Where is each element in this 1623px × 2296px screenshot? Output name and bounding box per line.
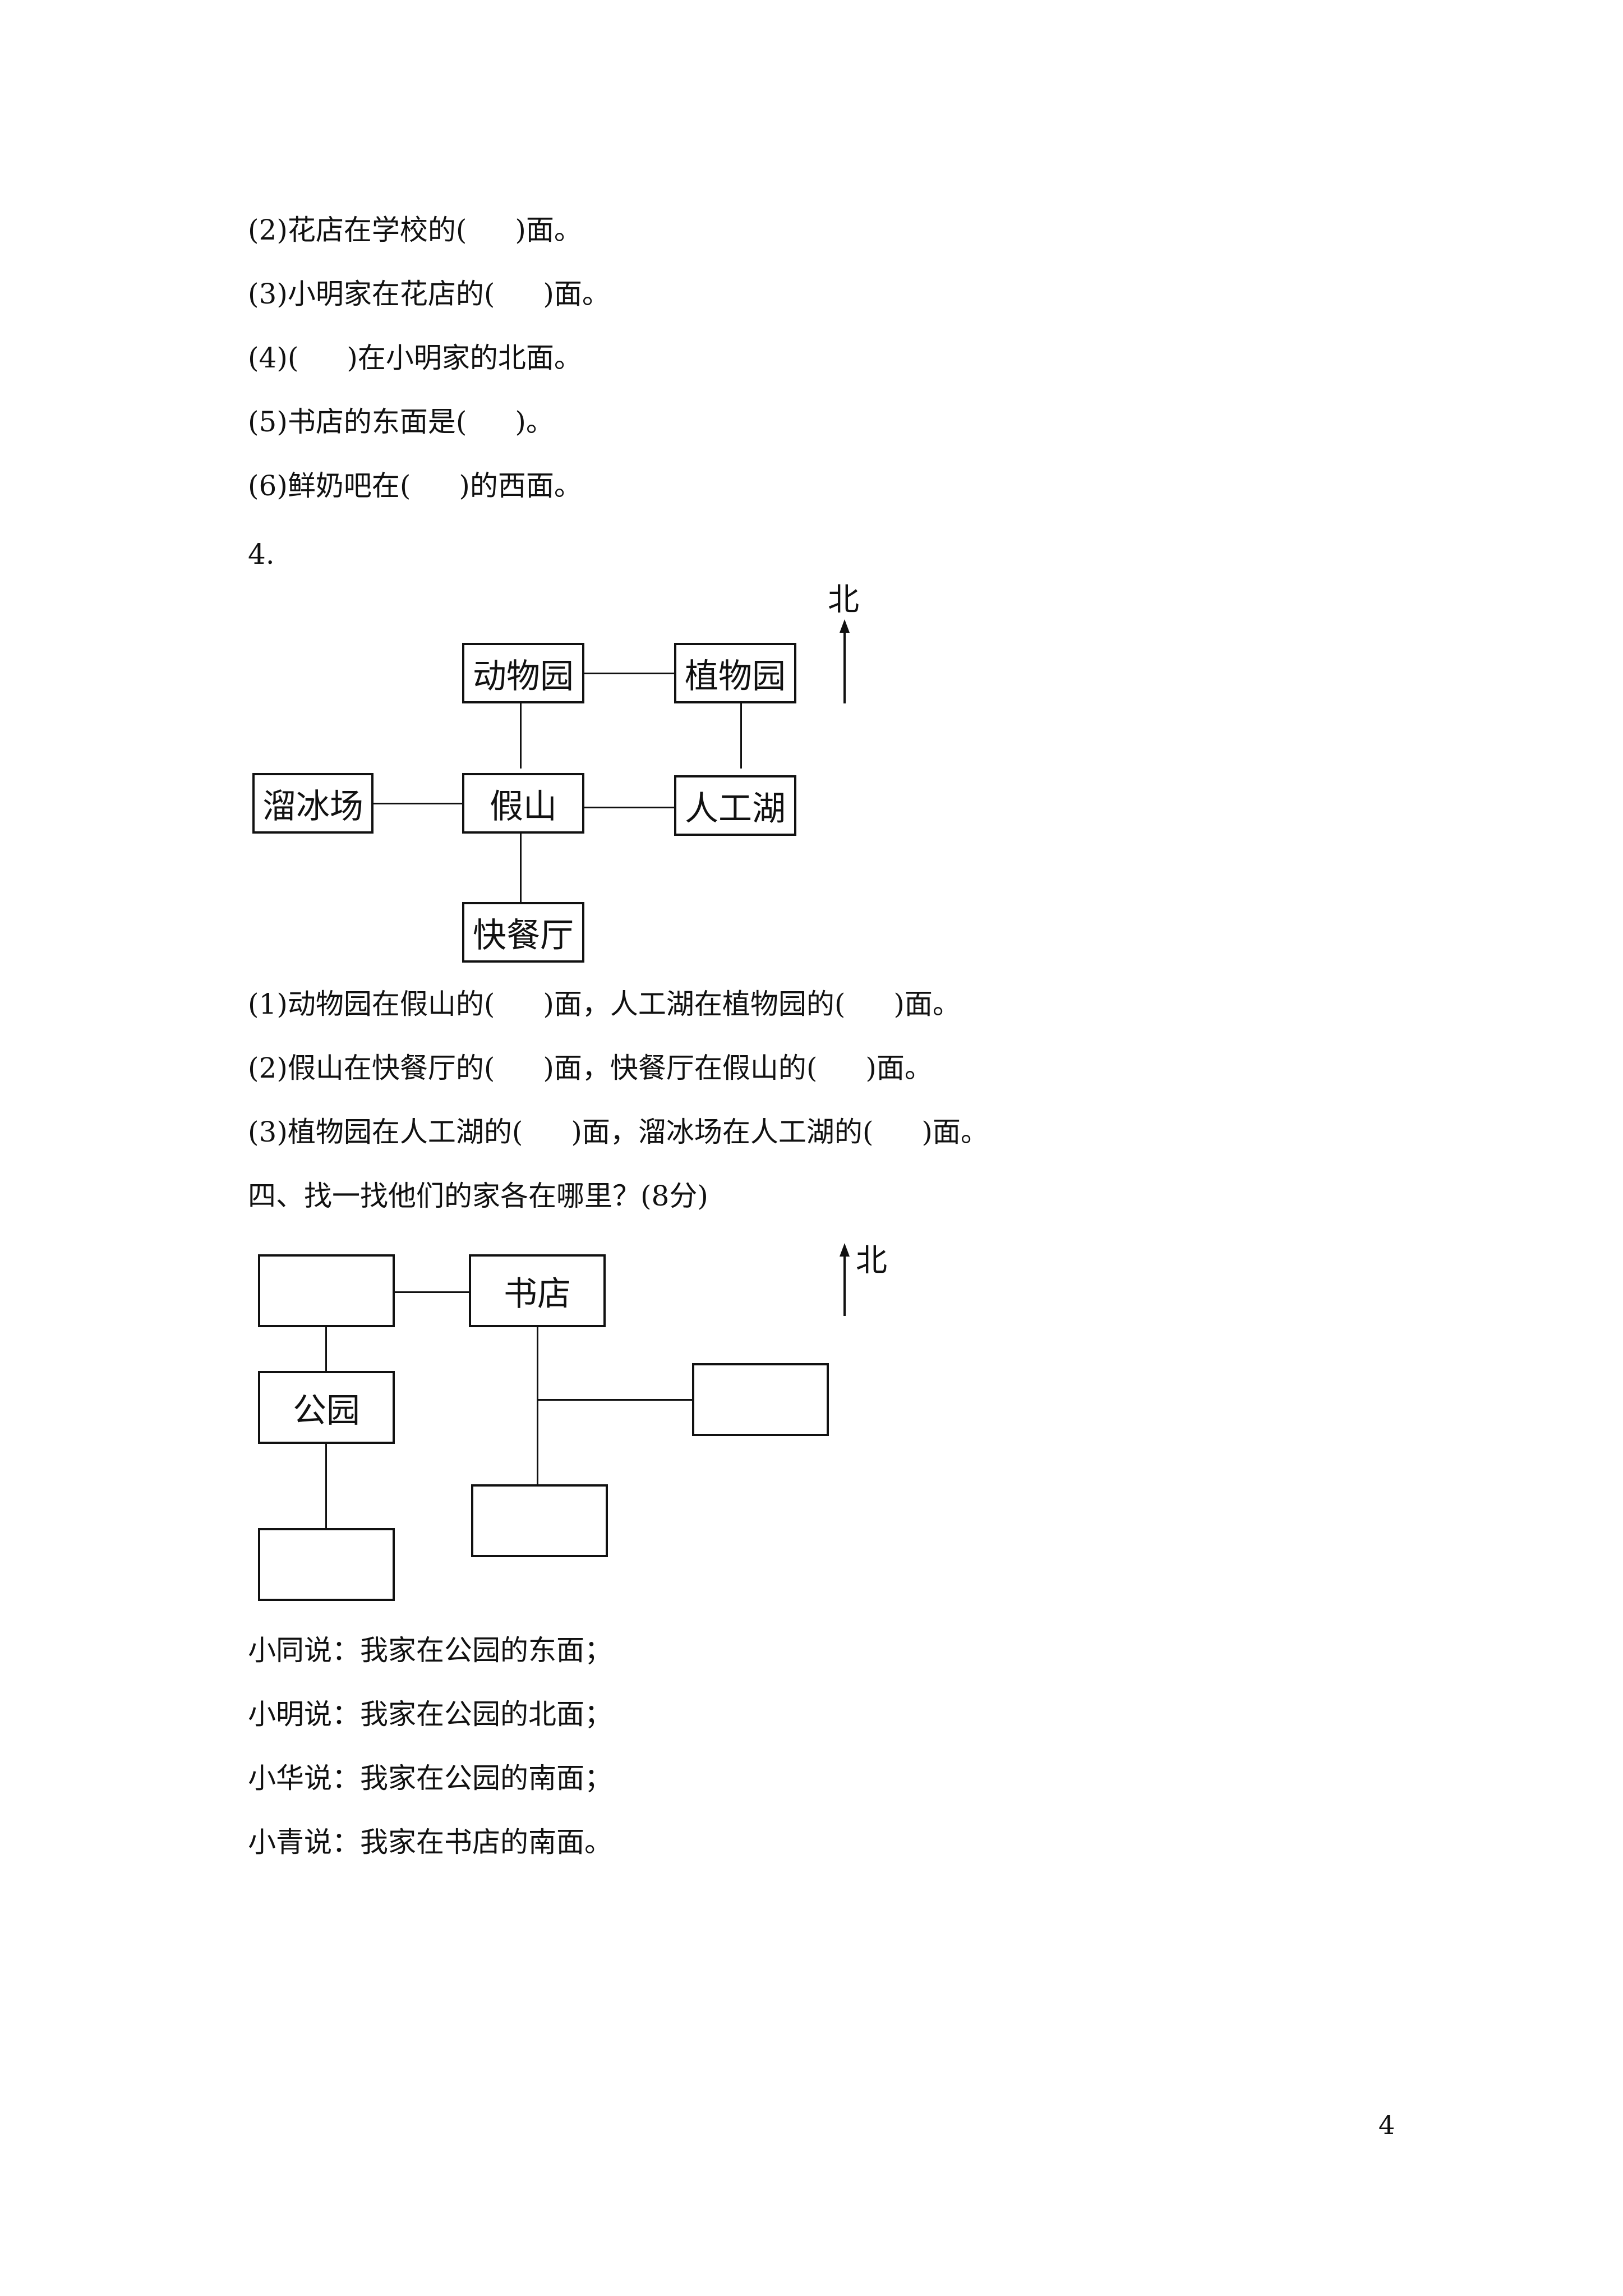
north-label: 北 <box>856 1243 887 1279</box>
place-artificial-lake: 人工湖 <box>674 775 796 836</box>
connector-to-east-blank <box>537 1399 694 1401</box>
connector-bookstore-south <box>537 1325 538 1485</box>
problem-4-number: 4. <box>248 538 275 570</box>
connector-botanical-lake <box>740 701 742 769</box>
connector-zoo-botanical <box>583 673 674 674</box>
north-label: 北 <box>828 582 859 618</box>
section-4-title: 四、找一找他们的家各在哪里？(8分) <box>248 1180 708 1212</box>
question-3-3: (3)小明家在花店的()面。 <box>248 278 610 310</box>
north-arrow-icon <box>840 619 850 703</box>
empty-house-box-east[interactable] <box>692 1363 829 1436</box>
place-fast-food: 快餐厅 <box>462 902 584 963</box>
connector-rockery-fastfood <box>520 830 522 902</box>
question-3-2: (2)花店在学校的()面。 <box>248 214 582 246</box>
empty-house-box-south-of-park[interactable] <box>258 1528 395 1601</box>
statement-xiaotong: 小同说：我家在公园的东面； <box>248 1634 612 1667</box>
problem-4-question-2: (2)假山在快餐厅的()面，快餐厅在假山的()面。 <box>248 1052 933 1084</box>
empty-house-box-south-of-bookstore[interactable] <box>471 1484 608 1557</box>
place-zoo: 动物园 <box>462 643 584 703</box>
connector-park-blank <box>325 1444 327 1529</box>
place-rockery: 假山 <box>462 773 584 834</box>
place-botanical-garden: 植物园 <box>674 643 796 703</box>
connector-rockery-lake <box>583 807 675 808</box>
statement-xiaoqing: 小青说：我家在书店的南面。 <box>248 1826 612 1858</box>
empty-house-box-northwest[interactable] <box>258 1254 395 1327</box>
page-number: 4 <box>1378 2110 1395 2140</box>
statement-xiaohua: 小华说：我家在公园的南面； <box>248 1762 612 1795</box>
question-3-4: (4)()在小明家的北面。 <box>248 342 582 374</box>
question-3-6: (6)鲜奶吧在()的西面。 <box>248 470 582 502</box>
north-arrow-icon <box>840 1243 850 1316</box>
place-bookstore: 书店 <box>469 1254 606 1327</box>
place-park: 公园 <box>258 1371 395 1444</box>
statement-xiaoming: 小明说：我家在公园的北面； <box>248 1698 612 1731</box>
connector-rink-rockery <box>372 803 463 804</box>
problem-4-question-1: (1)动物园在假山的()面，人工湖在植物园的()面。 <box>248 988 961 1020</box>
question-3-5: (5)书店的东面是()。 <box>248 406 554 438</box>
connector-blank-bookstore <box>393 1291 470 1293</box>
connector-blank-park <box>325 1324 327 1371</box>
place-ice-rink: 溜冰场 <box>252 773 374 834</box>
connector-zoo-rockery <box>520 701 522 769</box>
problem-4-question-3: (3)植物园在人工湖的()面，溜冰场在人工湖的()面。 <box>248 1116 989 1148</box>
